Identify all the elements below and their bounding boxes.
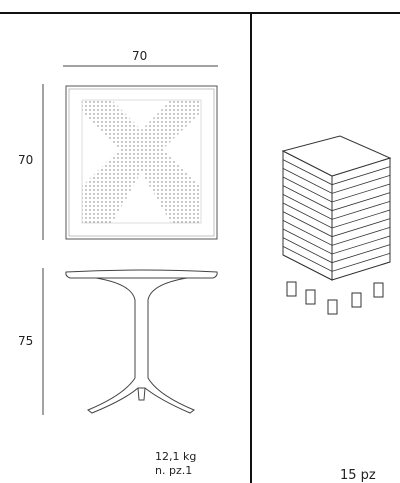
stack-layer-line — [282, 219, 391, 246]
top-width-label: 70 — [132, 49, 148, 63]
table-side-elevation — [65, 269, 218, 414]
pallet-foot — [373, 282, 384, 298]
stack-layer-line — [282, 228, 391, 255]
pallet-foot — [305, 289, 316, 305]
stack-layer-line — [282, 245, 391, 272]
pallet-foot — [286, 281, 297, 297]
height-label: 75 — [18, 334, 34, 348]
stack-layer-line — [282, 193, 391, 220]
pallet-foot — [351, 292, 362, 308]
stack-layer-line — [282, 237, 391, 264]
stack-layer-line — [282, 202, 391, 229]
top-depth-label: 70 — [18, 153, 34, 167]
stack-top-face — [281, 135, 392, 177]
stack-layer-line — [282, 211, 391, 238]
stack-layer-line — [282, 176, 391, 203]
table-top-plan — [65, 85, 218, 240]
stack-layer-line — [282, 159, 391, 186]
stack-layer-line — [282, 185, 391, 212]
pieces-label: n. pz.1 — [155, 464, 193, 477]
weight-label: 12,1 kg — [155, 450, 197, 463]
column-divider — [250, 12, 252, 483]
pallet-foot — [327, 299, 338, 315]
pallet-quantity-label: 15 pz — [340, 468, 376, 483]
pallet-stack — [281, 135, 392, 315]
stack-layer-line — [282, 254, 391, 281]
top-rule — [0, 12, 400, 14]
stack-layer-line — [282, 167, 391, 194]
